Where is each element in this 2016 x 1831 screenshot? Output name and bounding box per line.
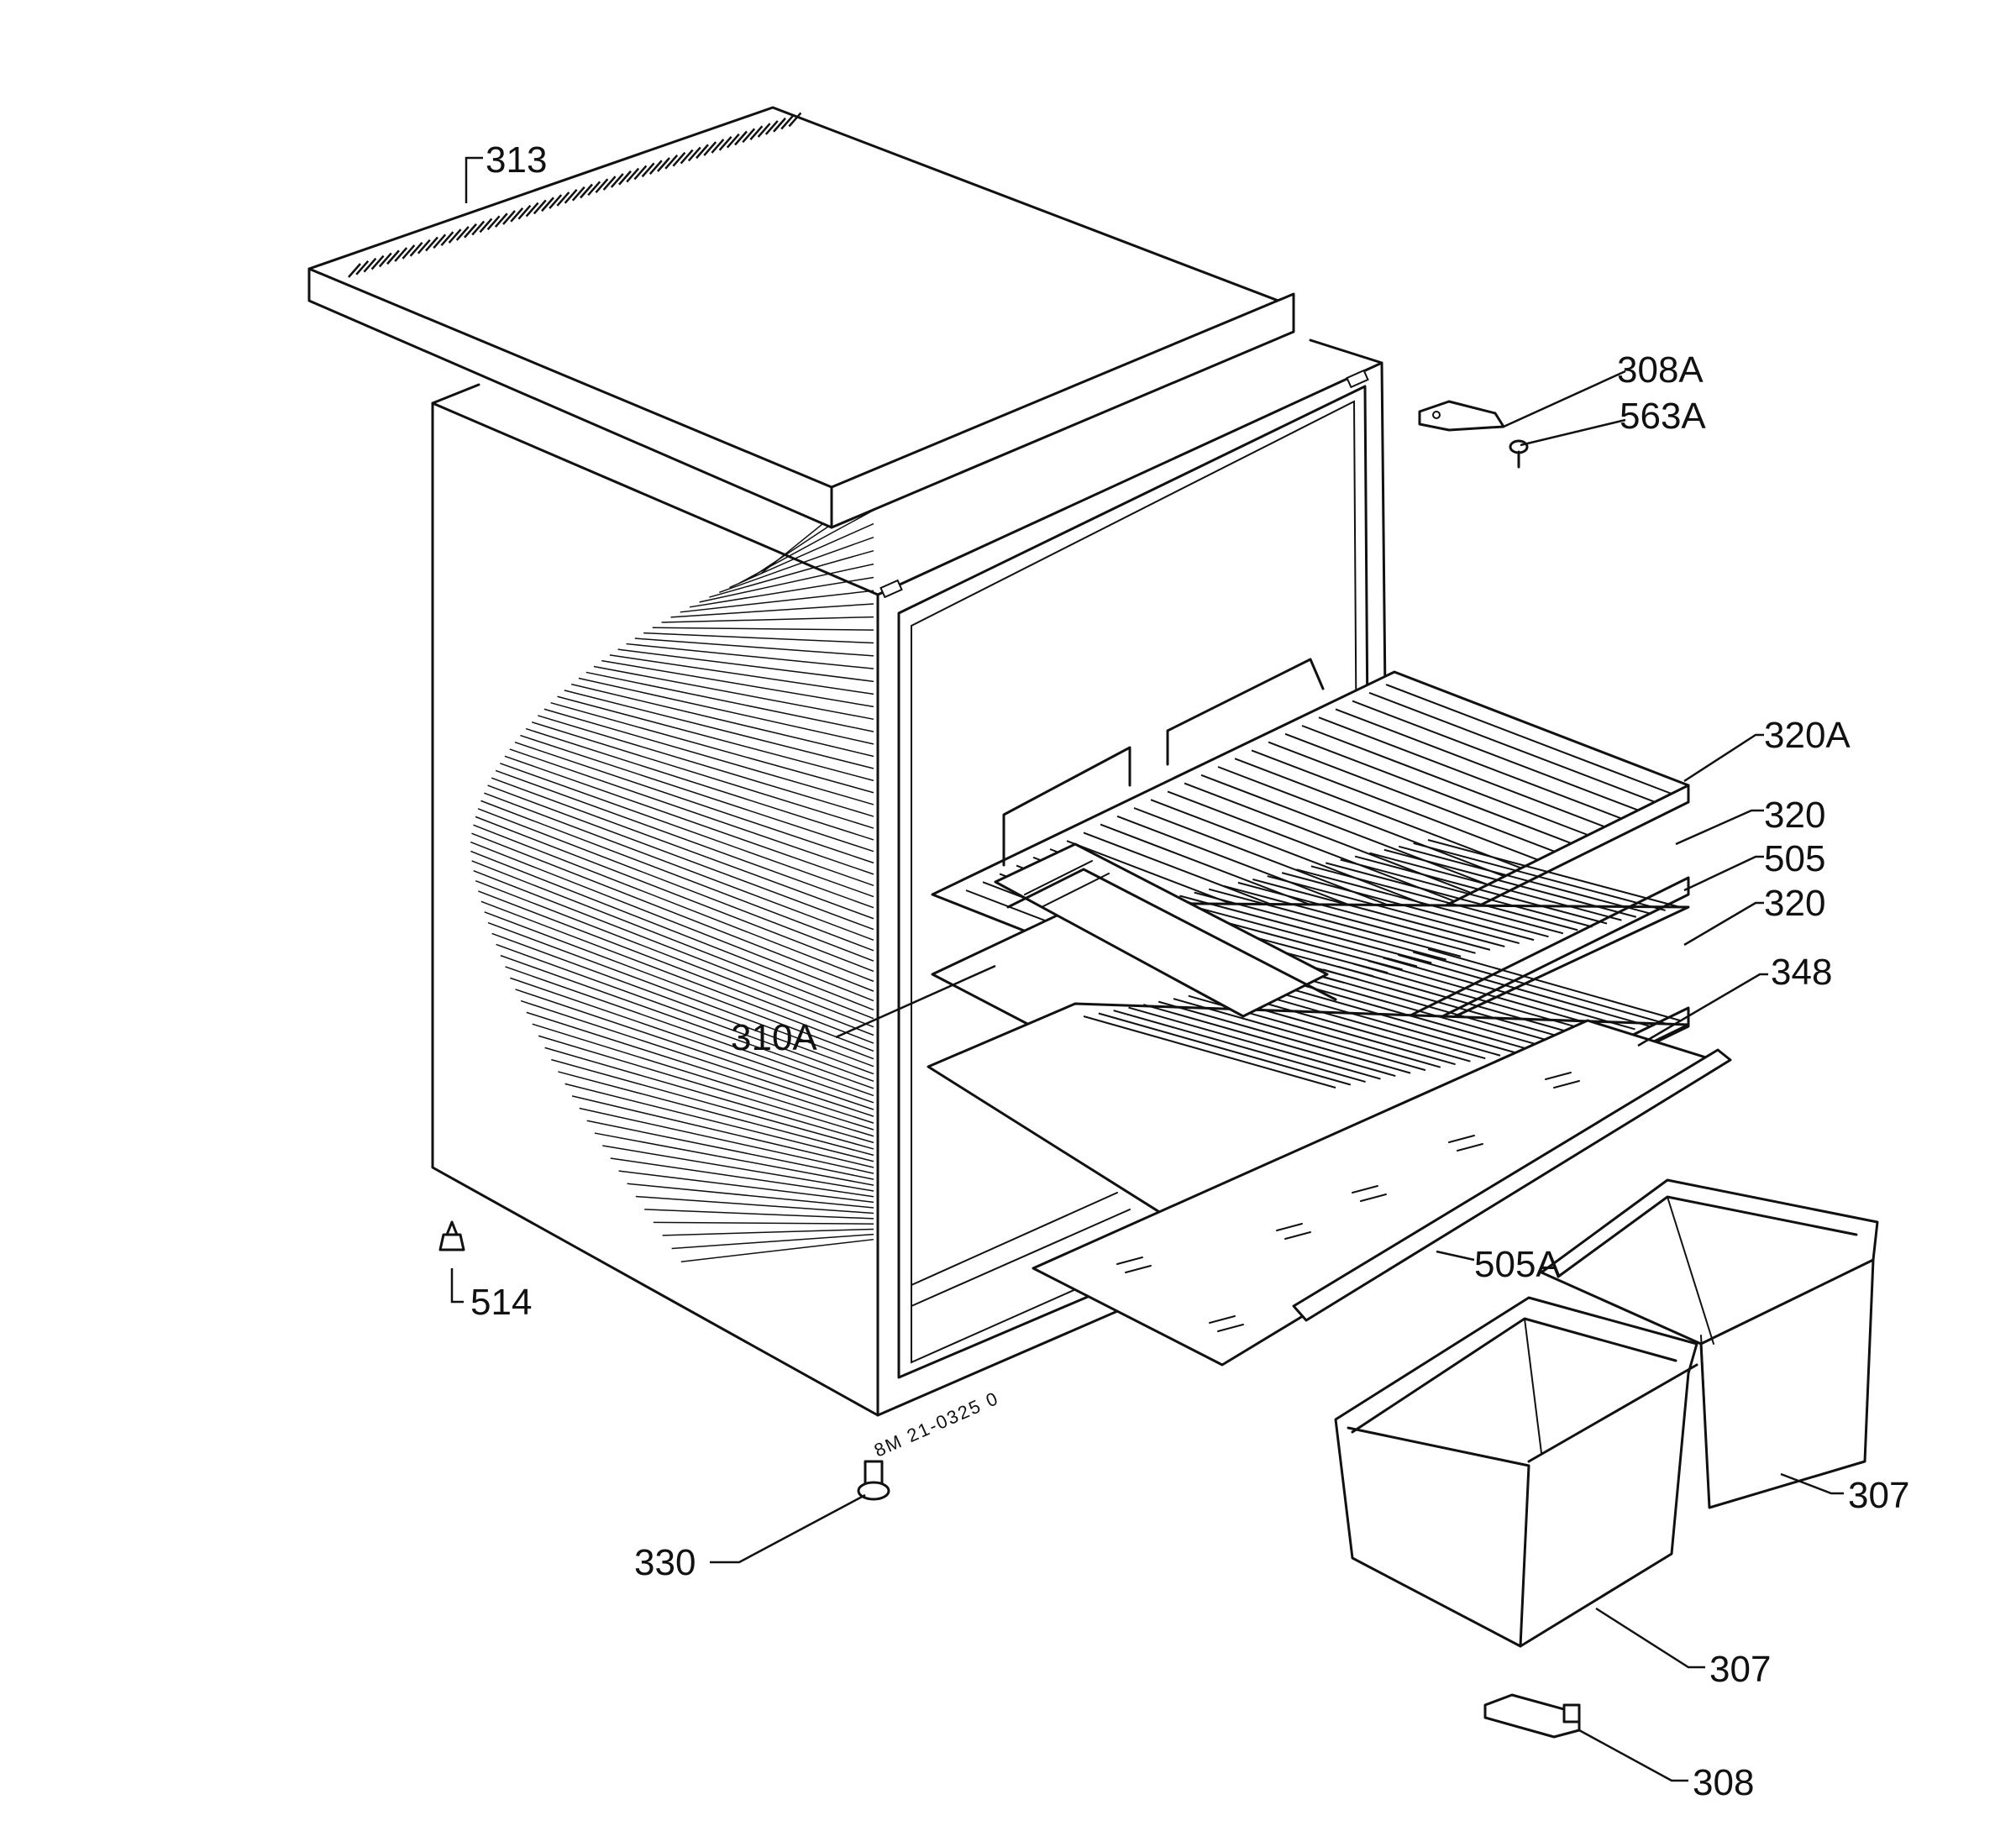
label-foot-left: 514 <box>470 1282 532 1323</box>
label-hinge-top: 308A <box>1617 349 1704 391</box>
shelf-support-310A <box>994 842 1337 1018</box>
crisper-drawer-back-307 <box>1540 1178 1879 1509</box>
label-shelf-lower: 320 <box>1764 883 1825 924</box>
label-shelf-support: 310A <box>731 1017 817 1058</box>
label-top-cover: 313 <box>486 139 547 181</box>
label-glass-cover: 348 <box>1771 952 1832 993</box>
label-screw-top: 563A <box>1620 396 1706 437</box>
crisper-drawer-front-307 <box>1334 1296 1698 1648</box>
foot-330-icon <box>857 1460 890 1501</box>
glass-profile-505A <box>1292 1048 1732 1322</box>
cabinet-left-side <box>431 401 879 1417</box>
label-hinge-bottom: 308 <box>1693 1762 1754 1803</box>
label-glass-upper: 505 <box>1764 838 1825 879</box>
label-crisper-back: 307 <box>1848 1475 1909 1516</box>
top-cover-vent-slots <box>348 112 802 278</box>
label-shelf-upper: 320 <box>1764 795 1825 836</box>
cabinet-side-shading <box>470 482 874 1262</box>
hinge-308A-icon <box>1418 400 1505 432</box>
hinge-308-icon <box>1483 1693 1581 1739</box>
label-foot-front: 330 <box>634 1542 696 1583</box>
top-cover-313 <box>307 106 1295 529</box>
label-shelf-top: 320A <box>1764 715 1851 756</box>
label-glass-profile: 505A <box>1474 1244 1561 1285</box>
leader-lines <box>450 156 1844 1782</box>
label-crisper-front: 307 <box>1709 1649 1771 1690</box>
foot-514-icon <box>438 1220 465 1251</box>
